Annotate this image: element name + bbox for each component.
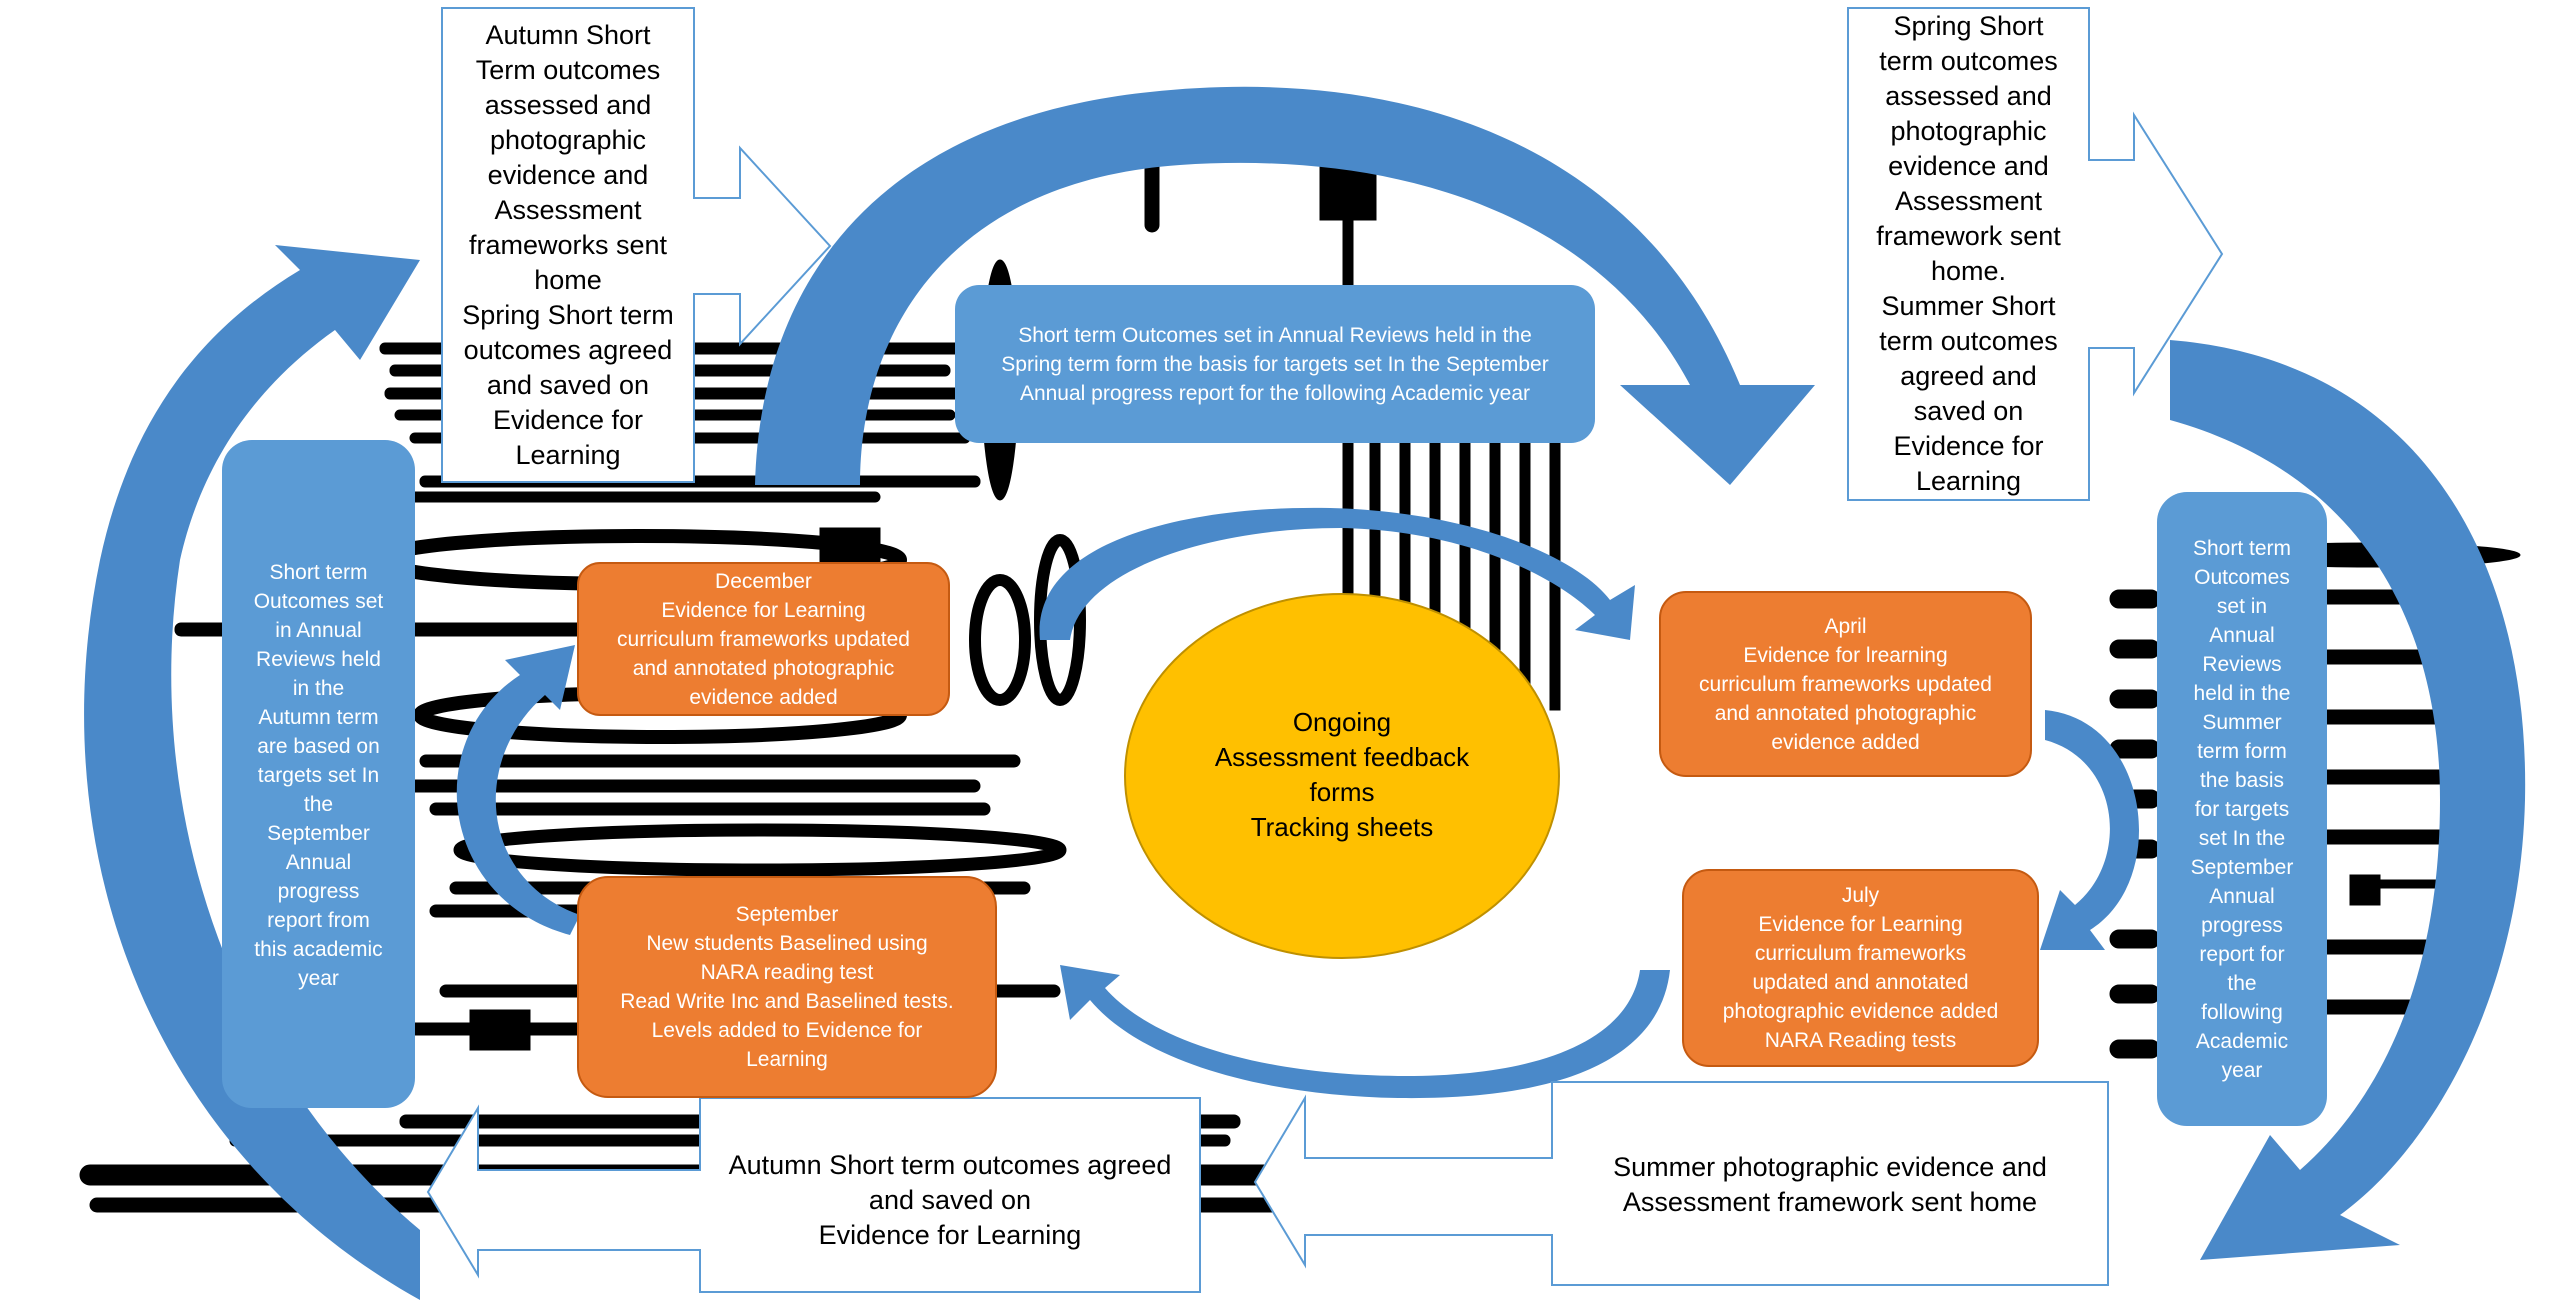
top-spring-blue-text: Short term Outcomes set in Annual Review… (1001, 323, 1549, 405)
april-orange-box (1659, 591, 2032, 777)
center-ongoing-circle (1124, 593, 1560, 959)
right-small-curved-arrow (2040, 710, 2140, 950)
center-top-curved-arrow (1039, 507, 1635, 640)
left-small-curved-arrow (456, 645, 580, 935)
summer-sent-home-text: Summer photographic evidence and Assessm… (1613, 1152, 2047, 1217)
bottom-small-curved-arrow (1060, 965, 1670, 1099)
summer-sent-home-callout (1253, 1081, 2109, 1286)
autumn-callout-box (441, 7, 832, 483)
right-big-curved-arrow (2170, 340, 2526, 1260)
autumn-agreed-callout (426, 1097, 1201, 1293)
left-autumn-blue-box (222, 440, 415, 1108)
spring-callout-box (1847, 7, 2224, 501)
autumn-outcomes-text: Autumn Short Term outcomes assessed and … (462, 19, 674, 470)
autumn-agreed-text: Autumn Short term outcomes agreed and sa… (728, 1149, 1172, 1250)
left-big-curved-arrow (84, 245, 420, 1300)
center-ongoing-text: Ongoing Assessment feedback forms Tracki… (1214, 707, 1470, 842)
december-orange-box (577, 562, 950, 716)
right-summer-blue-text: Short term Outcomes set in Annual Review… (2190, 536, 2294, 1082)
september-orange-box (577, 876, 997, 1098)
july-text: July Evidence for Learning curriculum fr… (1722, 884, 1999, 1052)
july-orange-box (1682, 869, 2039, 1067)
september-text: September New students Baselined using N… (620, 903, 954, 1071)
december-text: December Evidence for Learning curriculu… (617, 569, 910, 709)
left-autumn-blue-text: Short term Outcomes set in Annual Review… (253, 560, 384, 990)
april-text: April Evidence for lrearning curriculum … (1699, 614, 1992, 754)
top-spring-blue-box (955, 285, 1595, 443)
right-summer-blue-box (2157, 492, 2327, 1126)
top-big-curved-arrow (755, 86, 1815, 485)
spring-outcomes-text: Spring Short term outcomes assessed and … (1876, 11, 2061, 496)
